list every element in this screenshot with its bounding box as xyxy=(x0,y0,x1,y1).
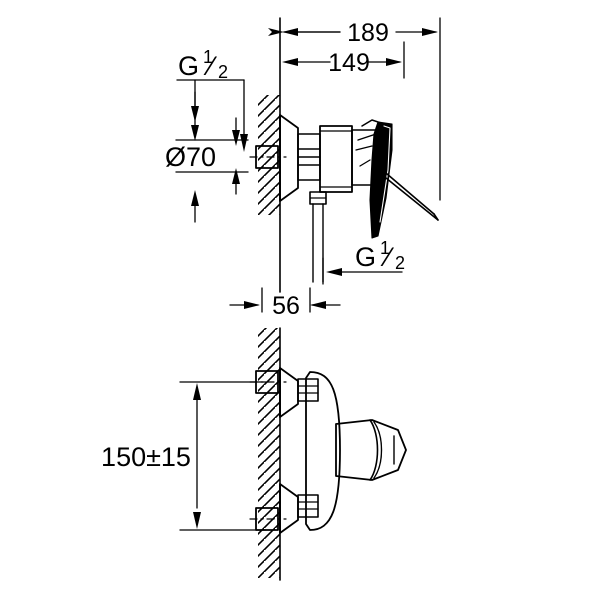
dimension-label-150: 150±15 xyxy=(101,442,191,472)
dimension-56 xyxy=(229,287,341,313)
thread-label-upper-denominator: 2 xyxy=(218,62,228,82)
thread-callout-lower xyxy=(322,257,403,285)
thread-label-upper-numerator: 1 xyxy=(203,47,213,67)
dimension-label-56: 56 xyxy=(272,292,300,320)
mixer-body-front-view xyxy=(249,367,407,534)
dimension-d70 xyxy=(175,91,249,223)
thread-label-lower-numerator: 1 xyxy=(380,238,390,258)
dimension-label-d70: Ø70 xyxy=(165,142,216,172)
thread-label-upper-G: G xyxy=(178,51,199,81)
dimension-label-149: 149 xyxy=(328,49,370,77)
thread-label-lower: G 1 ⁄ 2 xyxy=(355,238,405,273)
mixer-body-side-view xyxy=(249,114,439,283)
dimension-189 xyxy=(268,17,441,201)
thread-label-lower-denominator: 2 xyxy=(395,253,405,273)
thread-label-lower-G: G xyxy=(355,242,376,272)
dimension-label-189: 189 xyxy=(347,19,389,47)
dimension-149 xyxy=(282,41,405,79)
thread-label-upper: G 1 ⁄ 2 xyxy=(178,47,228,82)
wall-hatching-bottom xyxy=(258,328,280,578)
dimension-150 xyxy=(179,381,267,531)
wall-hatching-top xyxy=(258,95,280,215)
